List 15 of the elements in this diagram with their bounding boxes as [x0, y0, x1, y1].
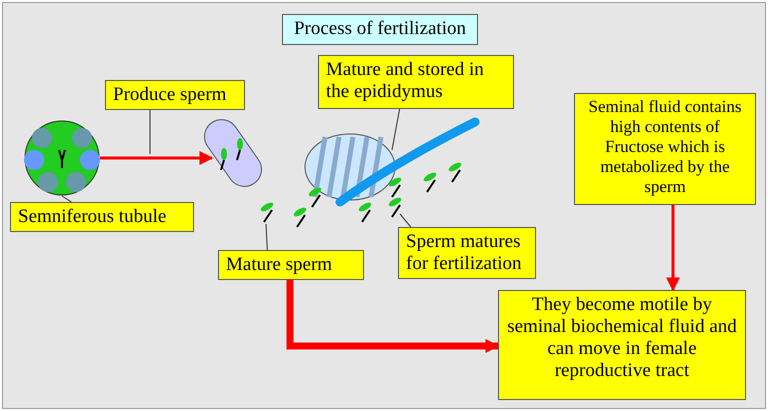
arrow: [100, 151, 214, 165]
arrow: [666, 205, 680, 292]
leader-line: [266, 224, 268, 250]
callout-box: Produce sperm: [105, 80, 245, 110]
leader-line: [392, 108, 400, 150]
callout-box: Sperm matures for fertilization: [398, 227, 536, 279]
callout-box: Mature and stored in the epididymus: [318, 55, 514, 109]
callout-box: Seminal fluid contains high contents of Fructose which is metabolized by the sperm: [574, 93, 756, 205]
leader-line: [62, 196, 72, 202]
arrow: [286, 280, 500, 353]
title: Process of fertilization: [282, 14, 478, 45]
callout-box: Semniferous tubule: [10, 202, 194, 232]
callout-box: Mature sperm: [218, 250, 364, 280]
result-box: They become motile by seminal biochemical fluid and can move in female reproductive tract: [498, 290, 746, 400]
leader-line: [400, 214, 412, 228]
